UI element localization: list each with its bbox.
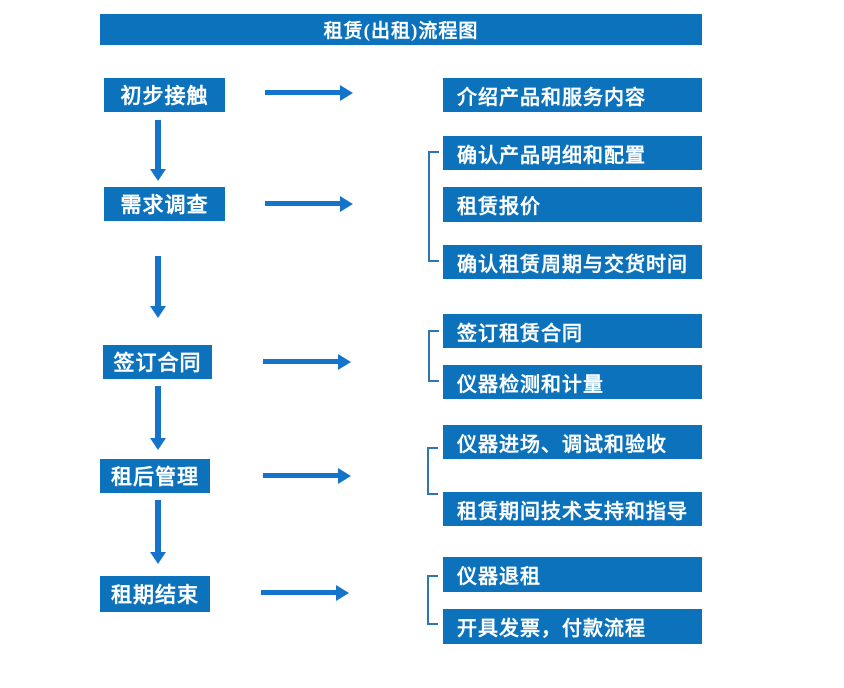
- flowchart-title: 租赁(出租)流程图: [100, 14, 702, 45]
- right-arrow-4: [263, 473, 338, 478]
- detail-box-instrument-setup-acceptance: 仪器进场、调试和验收: [443, 425, 702, 459]
- right-arrow-2: [265, 201, 340, 206]
- step-box-demand-survey: 需求调查: [104, 187, 225, 221]
- step-box-initial-contact: 初步接触: [104, 78, 225, 112]
- detail-box-confirm-product-config: 确认产品明细和配置: [443, 136, 702, 170]
- detail-box-introduce-products: 介绍产品和服务内容: [443, 78, 702, 112]
- right-arrow-1: [265, 90, 340, 95]
- group-bracket-post-rental: [427, 447, 438, 495]
- down-arrow-1: [155, 120, 161, 169]
- step-box-sign-contract: 签订合同: [103, 345, 212, 379]
- detail-box-confirm-period-delivery: 确认租赁周期与交货时间: [443, 245, 702, 279]
- group-bracket-sign-contract: [428, 330, 439, 382]
- right-arrow-3: [263, 359, 338, 364]
- down-arrow-2: [155, 256, 161, 306]
- step-box-rental-period-end: 租期结束: [100, 576, 210, 612]
- down-arrow-4: [155, 500, 161, 552]
- right-arrow-5: [261, 590, 336, 595]
- detail-box-invoice-payment: 开具发票，付款流程: [443, 609, 702, 644]
- down-arrow-3: [155, 386, 161, 438]
- detail-box-instrument-return: 仪器退租: [443, 557, 702, 592]
- detail-box-rental-quotation: 租赁报价: [443, 187, 702, 222]
- detail-box-sign-rental-contract: 签订租赁合同: [443, 314, 702, 348]
- group-bracket-rental-end: [427, 575, 438, 625]
- group-bracket-demand-survey: [428, 151, 439, 262]
- step-box-post-rental-management: 租后管理: [100, 459, 210, 493]
- detail-box-technical-support: 租赁期间技术支持和指导: [443, 492, 702, 526]
- detail-box-instrument-testing: 仪器检测和计量: [443, 365, 702, 399]
